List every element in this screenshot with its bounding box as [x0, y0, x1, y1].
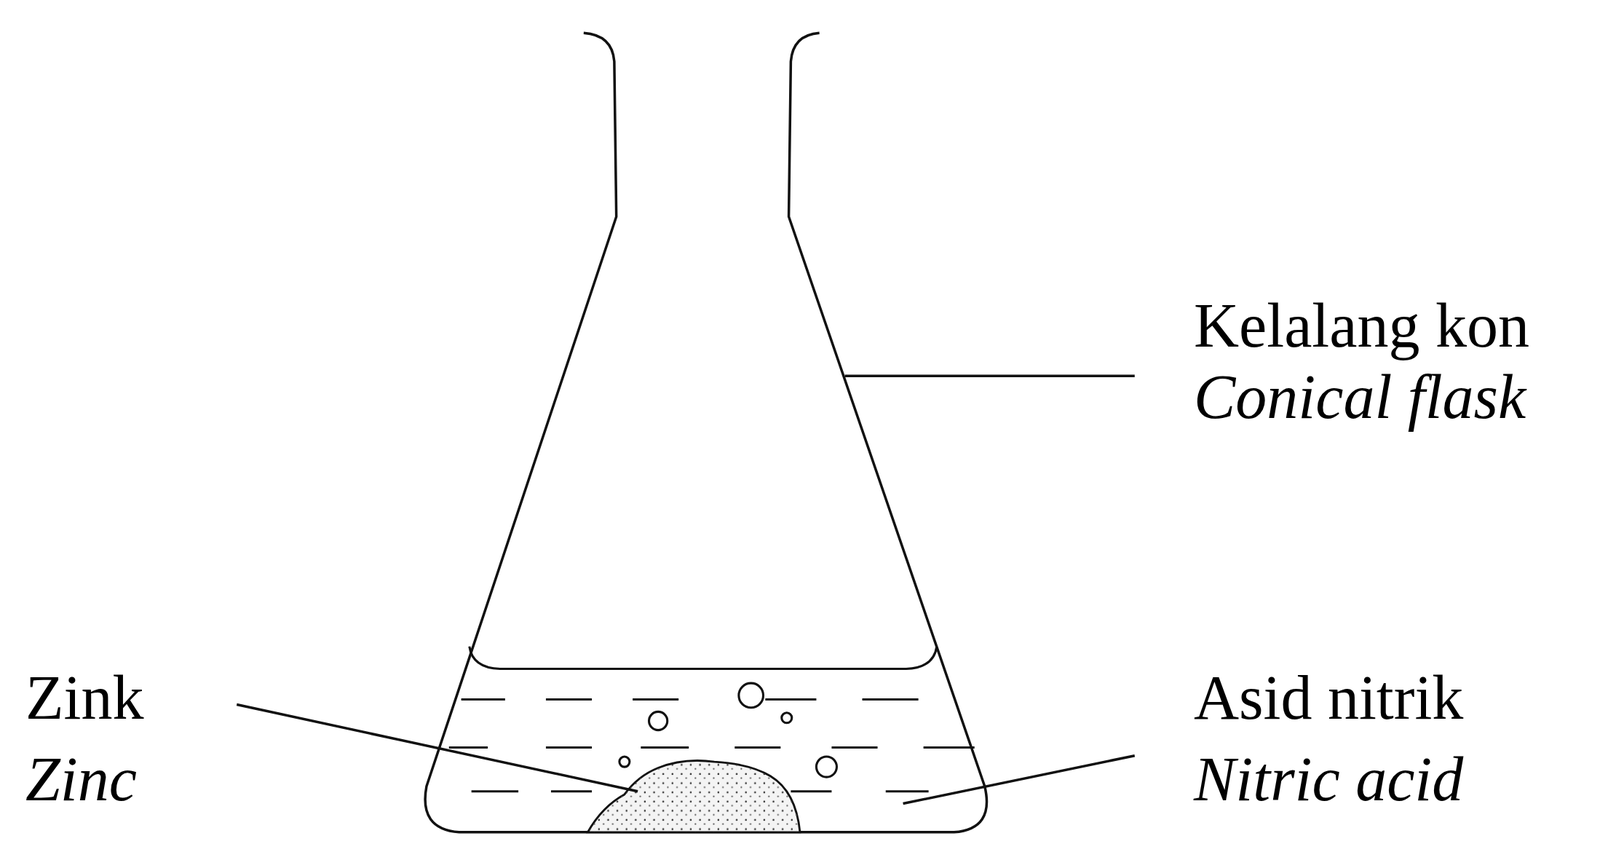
part-label: Kelalang kon — [1193, 294, 1530, 357]
part-label: Asid nitrik — [1193, 666, 1464, 729]
part-label: Nitric acid — [1193, 747, 1464, 811]
part-label: Zinc — [25, 747, 137, 811]
part-label: Conical flask — [1193, 365, 1526, 429]
part-label: Zink — [25, 666, 144, 729]
